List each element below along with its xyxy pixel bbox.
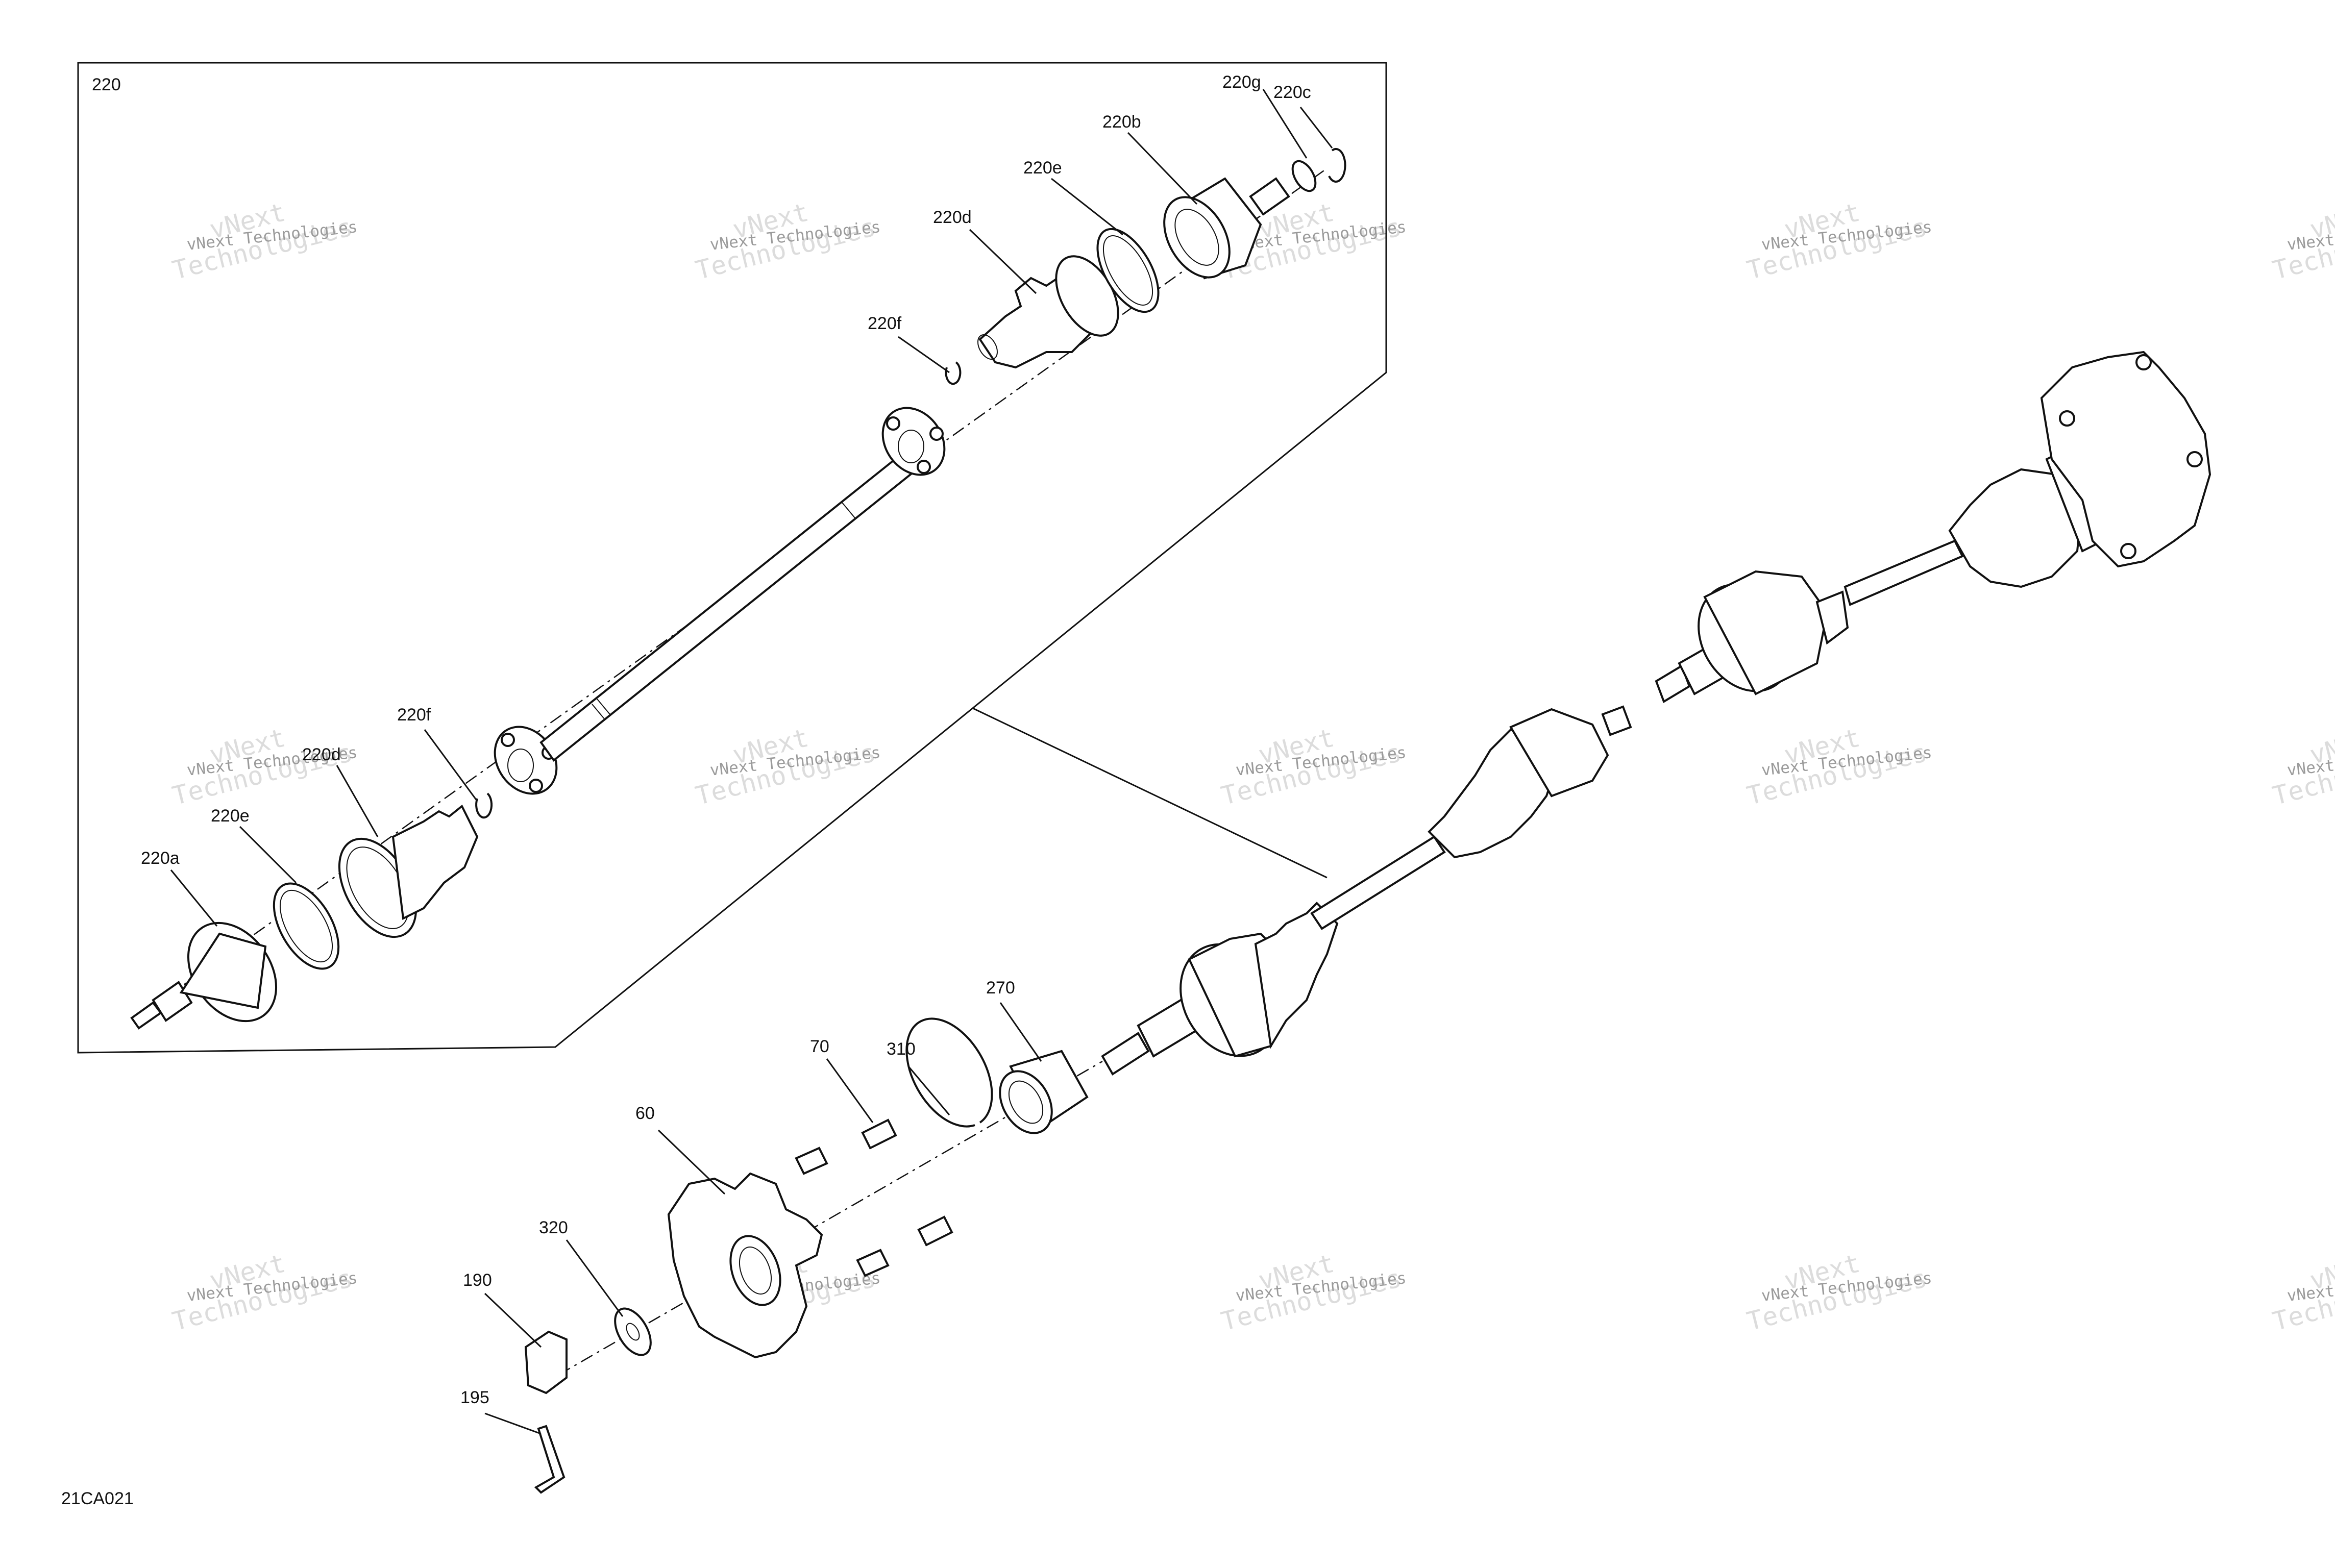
circlip-220f-top xyxy=(945,361,962,385)
assembled-half-shaft xyxy=(1101,351,2211,1076)
callout-220a: 220a xyxy=(141,849,180,868)
half-shaft-bar xyxy=(539,455,915,762)
drawing-id: 21CA021 xyxy=(61,1489,134,1508)
callout-190: 190 xyxy=(463,1271,492,1290)
washer-320 xyxy=(614,1307,652,1356)
callout-70: 70 xyxy=(810,1037,829,1056)
callout-220g: 220g xyxy=(1222,72,1261,92)
callout-220d-bottom: 220d xyxy=(302,745,341,764)
circlip-220c xyxy=(1328,148,1346,183)
hub-assembly xyxy=(524,1017,1103,1494)
callout-270: 270 xyxy=(986,978,1015,998)
circlip-310 xyxy=(905,1017,993,1128)
callout-220e-top: 220e xyxy=(1023,158,1062,178)
callout-220d-top: 220d xyxy=(933,208,972,227)
castle-nut-190 xyxy=(524,1330,568,1395)
callout-60: 60 xyxy=(635,1104,655,1123)
callout-310: 310 xyxy=(887,1039,916,1059)
boot-220d-bottom xyxy=(338,804,479,938)
wheel-studs-70 xyxy=(795,1118,953,1277)
clamp-ring-220e-top xyxy=(1096,228,1160,313)
callout-220f-bottom: 220f xyxy=(397,705,431,725)
cotter-pin-195 xyxy=(534,1425,566,1494)
leader-lines xyxy=(170,89,1333,1435)
boot-220d-top xyxy=(977,255,1119,369)
bearing-270 xyxy=(999,1050,1089,1134)
exploded-view-frame xyxy=(77,62,1387,1054)
callout-220f-top: 220f xyxy=(868,314,902,333)
callout-320: 320 xyxy=(539,1218,568,1237)
exploded-group-label: 220 xyxy=(92,75,121,94)
frame-leader-line xyxy=(972,707,1328,879)
callout-220e-bottom: 220e xyxy=(211,806,250,826)
ring-220g xyxy=(1291,160,1317,192)
circlip-220f-bottom xyxy=(475,792,493,819)
tripod-top xyxy=(881,407,946,476)
exploded-shaft-assembly xyxy=(130,148,1346,1030)
callout-220b: 220b xyxy=(1102,112,1141,132)
clamp-ring-220e-bottom xyxy=(273,882,340,970)
outer-joint-220a xyxy=(130,922,278,1030)
wheel-hub-60 xyxy=(667,1172,823,1359)
callout-220c: 220c xyxy=(1273,83,1311,102)
callout-195: 195 xyxy=(460,1388,489,1407)
tripod-bottom xyxy=(494,726,558,795)
watermark-layer xyxy=(169,197,2335,1337)
